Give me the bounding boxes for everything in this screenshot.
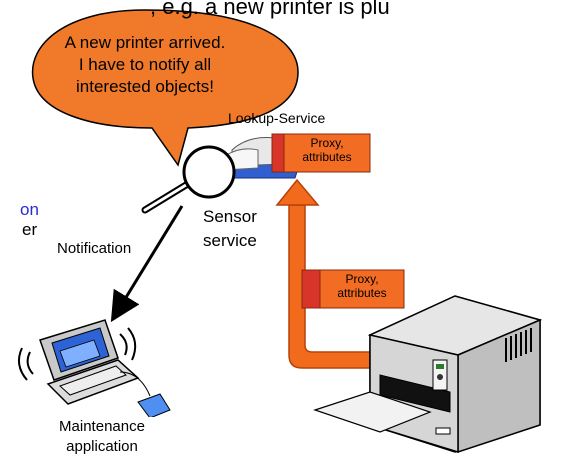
top-caption-fragment: , e.g. a new printer is plu [150,0,390,19]
notification-label: Notification [57,240,132,257]
sensor-magnifier [141,145,236,214]
speech-bubble-line-1: A new printer arrived. [64,33,226,52]
sensor-label-line-2: service [203,231,257,250]
maintenance-label-line-2: application [66,438,138,455]
proxy-lookup-line-1: Proxy, [310,136,344,150]
sensor-service-label: Sensor service [203,205,257,253]
maintenance-label-line-1: Maintenance [59,418,145,435]
proxy-printer-line-2: attributes [337,286,387,300]
proxy-lookup-line-2: attributes [302,150,352,164]
left-fragment-black: er [22,220,38,239]
proxy-box-printer [301,269,405,309]
lookup-service-label: Lookup-Service [228,110,326,126]
speech-bubble-text: A new printer arrived. I have to notify … [30,32,260,98]
sensor-label-line-1: Sensor [203,207,257,226]
printer-icon [313,295,543,454]
proxy-box-lookup [271,133,371,173]
speech-bubble [31,9,299,167]
notification-arrow [110,205,184,323]
maintenance-application-label: Maintenance application [48,417,156,457]
speech-bubble-line-2: I have to notify all [78,55,212,74]
proxy-lookup-text: Proxy, attributes [284,136,370,164]
left-fragment-blue: on [20,200,39,219]
maintenance-computer-icon [17,319,171,419]
speech-bubble-line-3: interested objects! [76,77,214,96]
proxy-printer-line-1: Proxy, [345,272,379,286]
proxy-printer-text: Proxy, attributes [320,272,404,300]
